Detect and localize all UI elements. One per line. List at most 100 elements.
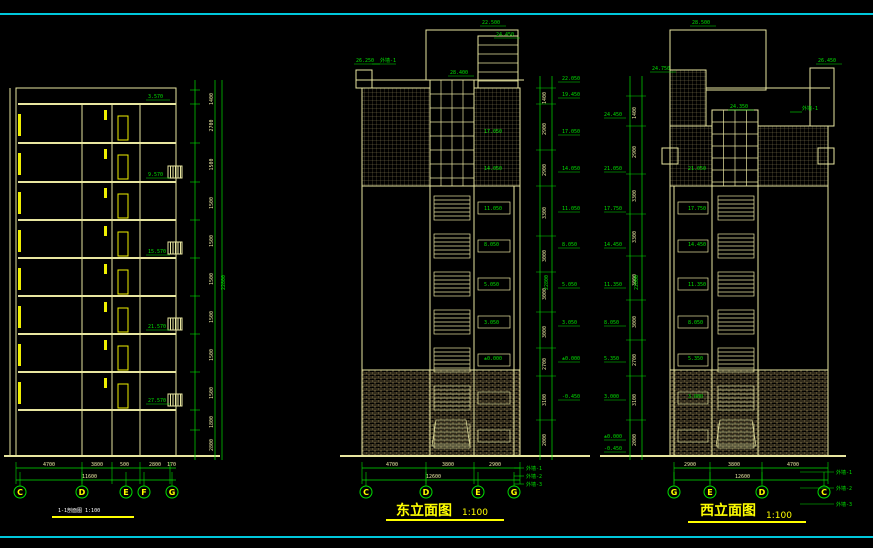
west-top-level: 24.750 <box>652 66 670 72</box>
section-level-label: 9.570 <box>148 172 163 178</box>
section-side-dim: 1500 <box>209 349 215 361</box>
west-bottom-dim: 2900 <box>684 462 696 468</box>
section-bottom-dim: 170 <box>167 462 176 468</box>
east-bottom-dim: 4700 <box>386 462 398 468</box>
east-inner-level: 14.050 <box>484 166 502 172</box>
east-callout: 外墙-2 <box>526 473 542 480</box>
section-bottom-dim: 4700 <box>43 462 55 468</box>
section-bottom-dim: 500 <box>120 462 129 468</box>
west-axis-E: E <box>703 472 717 499</box>
east-level-label: 14.050 <box>562 166 580 172</box>
section-side-dim: 1500 <box>209 387 215 399</box>
west-level-label: 24.450 <box>604 112 622 118</box>
east-side-dim: 2000 <box>542 434 548 446</box>
east-side-dim: 3000 <box>542 250 548 262</box>
east-bottom-dim: 2900 <box>489 462 501 468</box>
section-total-dim: 11600 <box>82 474 97 480</box>
section-axis-C: C <box>13 472 27 499</box>
east-side-dim: 3300 <box>542 207 548 219</box>
section-axis-F: F <box>137 472 151 499</box>
west-level-label: -0.450 <box>604 446 622 452</box>
west-level-label: 8.050 <box>604 320 619 326</box>
west-title: 西立面图 <box>700 502 756 519</box>
east-title: 东立面图 <box>396 502 452 519</box>
east-top-level: 24.450 <box>496 32 514 38</box>
east-inner-level: ±0.000 <box>484 356 502 362</box>
section-title: 1-1剖面图 1:100 <box>58 507 100 514</box>
axis-label: G <box>169 488 176 497</box>
west-level-label: ±0.000 <box>604 434 622 440</box>
east-side-dim: 1400 <box>542 92 548 104</box>
east-level-label: 22.050 <box>562 76 580 82</box>
west-level-label: 11.350 <box>604 282 622 288</box>
west-bottom-dim: 3800 <box>728 462 740 468</box>
east-title-underline <box>386 519 504 521</box>
west-side-dim: 3300 <box>632 190 638 202</box>
section-side-dim: 1500 <box>209 158 215 170</box>
west-callout: 外墙-3 <box>836 501 852 508</box>
section-side-dim: 1500 <box>209 235 215 247</box>
east-inner-level: 8.050 <box>484 242 499 248</box>
east-axis-E: E <box>471 472 485 499</box>
axis-label: D <box>423 488 430 497</box>
west-axis-D: D <box>755 472 769 499</box>
section-side-dim: 1500 <box>209 311 215 323</box>
east-inner-level: 17.050 <box>484 129 502 135</box>
east-scale: 1:100 <box>462 508 488 518</box>
west-inner-level: 5.350 <box>688 356 703 362</box>
east-inner-level: 11.050 <box>484 206 502 212</box>
east-total-dim: 12600 <box>426 474 441 480</box>
axis-label: D <box>79 488 86 497</box>
west-callout: 外墙-2 <box>836 485 852 492</box>
axis-label: F <box>141 488 146 497</box>
section-total-height: 22800 <box>221 275 227 290</box>
east-level-label: 5.050 <box>562 282 577 288</box>
section-level-label: 3.570 <box>148 94 163 100</box>
west-side-dim: 3000 <box>632 274 638 286</box>
west-side-dim: 2900 <box>632 146 638 158</box>
west-side-dim: 2700 <box>632 354 638 366</box>
west-inner-level: 3.000 <box>688 394 703 400</box>
east-side-dim: 2700 <box>542 358 548 370</box>
east-total-height: 22800 <box>544 275 550 290</box>
west-top-level: 28.500 <box>692 20 710 26</box>
east-top-level: 28.400 <box>450 70 468 76</box>
east-level-label: 17.050 <box>562 129 580 135</box>
east-side-dim: 3100 <box>542 394 548 406</box>
east-callout: 外墙-1 <box>526 465 542 472</box>
east-axis-D: D <box>419 472 433 499</box>
west-level-label: 5.350 <box>604 356 619 362</box>
east-level-label: ±0.000 <box>562 356 580 362</box>
east-bottom-dim: 3800 <box>442 462 454 468</box>
west-side-dim: 3000 <box>632 316 638 328</box>
west-total-dim: 12600 <box>735 474 750 480</box>
west-inner-level: 21.050 <box>688 166 706 172</box>
east-side-dim: 3000 <box>542 288 548 300</box>
east-level-label: 3.050 <box>562 320 577 326</box>
east-side-dim: 2900 <box>542 164 548 176</box>
west-level-label: 17.750 <box>604 206 622 212</box>
axis-label: G <box>671 488 678 497</box>
west-inner-level: 14.450 <box>688 242 706 248</box>
section-axis-E: E <box>119 472 133 499</box>
west-side-dim: 2000 <box>632 434 638 446</box>
axis-label: E <box>475 488 480 497</box>
east-level-label: -0.450 <box>562 394 580 400</box>
section-axis-G: G <box>165 472 179 499</box>
west-level-label: 14.450 <box>604 242 622 248</box>
east-inner-level: 5.050 <box>484 282 499 288</box>
east-top-level: 22.500 <box>482 20 500 26</box>
east-axis-C: C <box>359 472 373 499</box>
west-level-label: 3.000 <box>604 394 619 400</box>
east-top-level: 26.250 <box>356 58 374 64</box>
west-bottom-dim: 4700 <box>787 462 799 468</box>
section-side-dim: 1500 <box>209 197 215 209</box>
west-inner-level: 17.750 <box>688 206 706 212</box>
section-axis-D: D <box>75 472 89 499</box>
west-inner-level: 11.350 <box>688 282 706 288</box>
west-side-dim: 1400 <box>632 107 638 119</box>
east-elevation-drawing: 1400290029003300300030003000270031002000… <box>340 20 590 521</box>
east-callout: 外墙-3 <box>526 481 542 488</box>
